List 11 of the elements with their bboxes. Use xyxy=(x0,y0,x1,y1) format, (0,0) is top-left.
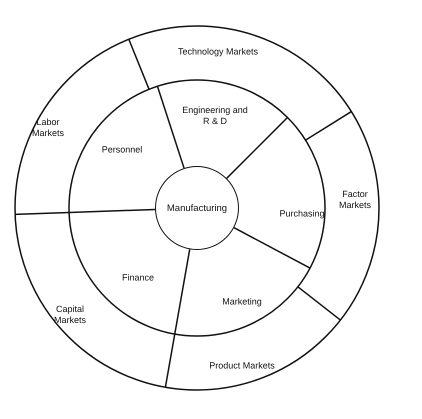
sector-label: Factor Markets xyxy=(332,189,378,211)
sector-label: Finance xyxy=(122,272,154,284)
sector-label: Capital Markets xyxy=(45,304,95,326)
sector-label: Labor Markets xyxy=(26,117,70,139)
circle-label: Manufacturing xyxy=(166,202,228,214)
sector-label: Personnel xyxy=(102,144,142,156)
sector-label: Purchasing xyxy=(279,208,325,220)
sector-label: Engineering and R & D xyxy=(180,105,250,127)
sector-label: Technology Markets xyxy=(178,46,258,58)
sector-label: Product Markets xyxy=(209,360,275,372)
sector-label: Marketing xyxy=(222,296,262,308)
